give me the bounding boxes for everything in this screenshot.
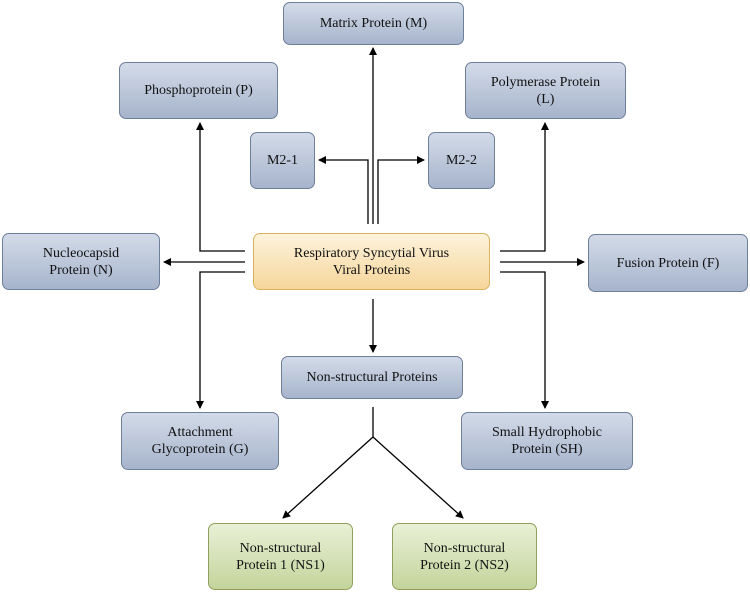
node-m2-1: M2-1: [250, 132, 315, 189]
node-m2-2: M2-2: [428, 132, 495, 189]
arrow-to-small-hydrophobic: [500, 271, 549, 409]
node-ns2: Non-structural Protein 2 (NS2): [392, 523, 537, 590]
arrow-to-polymerase: [500, 122, 549, 252]
node-fusion-protein: Fusion Protein (F): [588, 234, 748, 292]
node-matrix-protein: Matrix Protein (M): [283, 2, 464, 45]
node-polymerase-protein: Polymerase Protein (L): [465, 62, 626, 119]
node-phosphoprotein: Phosphoprotein (P): [119, 62, 278, 119]
node-rsv-viral-proteins: Respiratory Syncytial Virus Viral Protei…: [253, 233, 490, 290]
arrow-to-ns2: [372, 436, 464, 519]
arrow-to-m2-1: [318, 156, 369, 224]
node-attachment-glycoprotein: Attachment Glycoprotein (G): [121, 412, 279, 470]
arrow-to-phosphoprotein: [196, 122, 245, 252]
node-ns1: Non-structural Protein 1 (NS1): [208, 523, 353, 590]
arrow-to-ns1: [282, 436, 374, 519]
arrow-to-m2-2: [377, 156, 425, 224]
arrow-to-attachment: [196, 271, 245, 409]
node-small-hydrophobic-protein: Small Hydrophobic Protein (SH): [461, 412, 633, 470]
node-nonstructural-proteins: Non-structural Proteins: [281, 356, 463, 399]
node-nucleocapsid-protein: Nucleocapsid Protein (N): [2, 233, 160, 290]
